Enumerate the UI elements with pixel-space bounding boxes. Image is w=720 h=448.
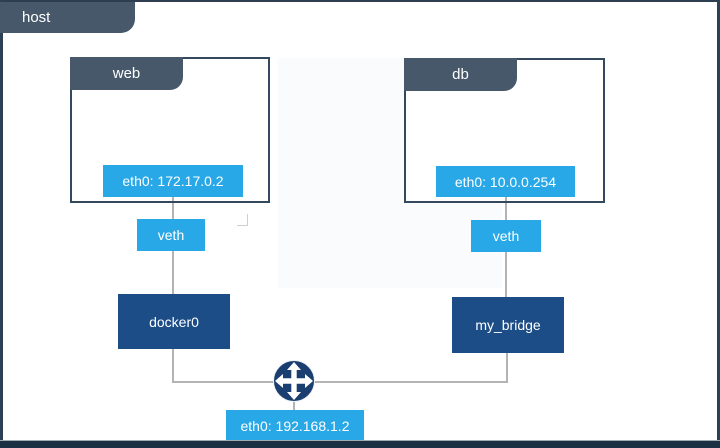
host-frame-border-right xyxy=(717,0,720,448)
host-frame-border-left xyxy=(0,0,3,448)
connector-line xyxy=(172,197,174,201)
host-frame-border-bottom xyxy=(0,440,720,448)
host-label-tab: host xyxy=(0,2,135,33)
container-tab-web: web xyxy=(70,57,183,90)
eth-interface-label-web: eth0: 172.17.0.2 xyxy=(103,165,243,197)
stray-corner-mark xyxy=(237,214,248,226)
connector-line xyxy=(172,251,174,294)
bridge-node-docker0: docker0 xyxy=(118,294,230,349)
router-cross-arrows-icon xyxy=(272,359,316,403)
connector-line xyxy=(505,197,507,201)
host-label: host xyxy=(22,9,51,26)
container-label-db: db xyxy=(452,66,469,83)
container-tab-db: db xyxy=(404,58,517,91)
eth-interface-label-host: eth0: 192.168.1.2 xyxy=(226,410,364,441)
veth-label-right: veth xyxy=(471,220,541,252)
connector-line xyxy=(505,252,507,297)
connector-line xyxy=(172,349,174,383)
connector-line xyxy=(506,353,508,383)
container-label-web: web xyxy=(112,65,141,82)
connector-line xyxy=(505,203,507,220)
connector-line-horizontal xyxy=(172,381,508,383)
eth-interface-label-db: eth0: 10.0.0.254 xyxy=(436,166,575,197)
host-frame-border-top xyxy=(0,0,720,2)
bridge-node-my-bridge: my_bridge xyxy=(452,297,564,353)
veth-label-left: veth xyxy=(137,219,205,251)
connector-line xyxy=(172,203,174,219)
